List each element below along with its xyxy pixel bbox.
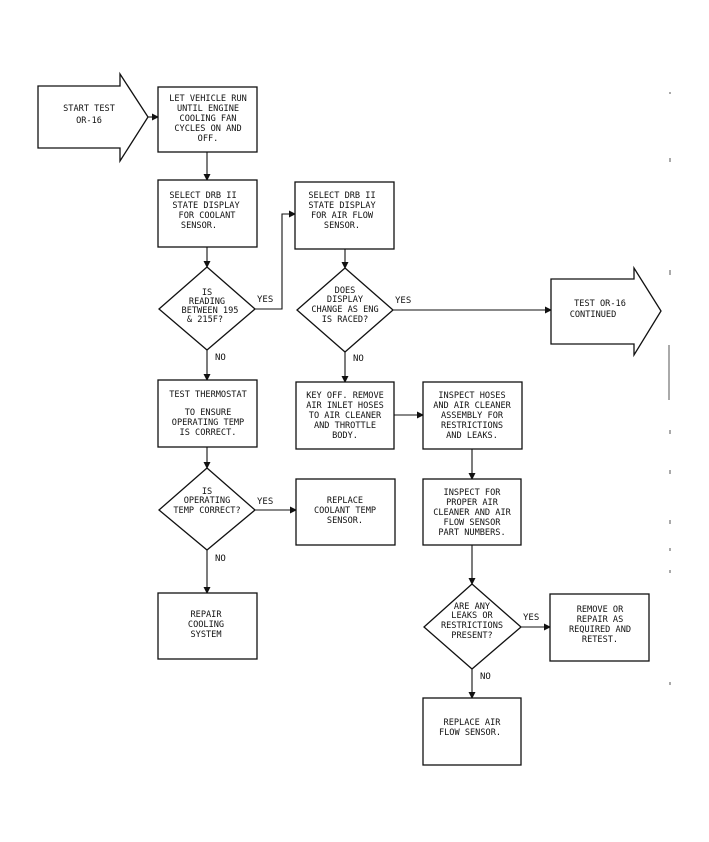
- label-yes-operating-temp: YES: [257, 497, 273, 507]
- svg-text:STATE DISPLAY: STATE DISPLAY: [172, 201, 240, 211]
- svg-text:OFF.: OFF.: [198, 134, 219, 144]
- svg-text:SELECT DRB II: SELECT DRB II: [308, 191, 375, 201]
- svg-text:TEST THERMOSTAT: TEST THERMOSTAT: [169, 390, 247, 400]
- svg-text:IS RACED?: IS RACED?: [322, 315, 369, 325]
- step-replace-airflow-sensor: REPLACE AIR FLOW SENSOR.: [422, 697, 522, 766]
- decision-leaks-present: ARE ANY LEAKS OR RESTRICTIONS PRESENT?: [423, 583, 522, 670]
- svg-text:DOES: DOES: [335, 286, 356, 296]
- svg-text:INSPECT FOR: INSPECT FOR: [444, 488, 502, 498]
- svg-text:LET VEHICLE RUN: LET VEHICLE RUN: [169, 94, 247, 104]
- svg-text:AND THROTTLE: AND THROTTLE: [314, 421, 376, 431]
- label-yes-reading: YES: [257, 295, 273, 305]
- step-remove-or-repair: REMOVE OR REPAIR AS REQUIRED AND RETEST.: [549, 593, 650, 662]
- svg-text:& 215F?: & 215F?: [187, 315, 223, 325]
- svg-text:LEAKS OR: LEAKS OR: [451, 611, 493, 621]
- svg-text:OPERATING TEMP: OPERATING TEMP: [172, 418, 244, 428]
- svg-text:DISPLAY: DISPLAY: [327, 295, 364, 305]
- svg-text:READING: READING: [189, 297, 225, 307]
- svg-text:ARE ANY: ARE ANY: [454, 602, 491, 612]
- svg-text:RESTRICTIONS: RESTRICTIONS: [441, 621, 503, 631]
- label-no-reading: NO: [215, 353, 226, 363]
- svg-text:BODY.: BODY.: [332, 431, 358, 441]
- svg-text:RETEST.: RETEST.: [582, 635, 618, 645]
- svg-text:REQUIRED AND: REQUIRED AND: [569, 625, 631, 635]
- step-key-off: KEY OFF. REMOVE AIR INLET HOSES TO AIR C…: [295, 381, 395, 450]
- scan-edge-marks: [668, 92, 671, 685]
- svg-text:REPLACE: REPLACE: [327, 496, 363, 506]
- svg-text:TEMP CORRECT?: TEMP CORRECT?: [173, 506, 240, 516]
- svg-text:SELECT DRB II: SELECT DRB II: [169, 191, 236, 201]
- svg-text:IS: IS: [202, 288, 212, 298]
- connectors: [148, 113, 552, 699]
- start-line-1: START TEST: [63, 104, 115, 114]
- svg-text:SYSTEM: SYSTEM: [190, 630, 221, 640]
- continue-line-2: CONTINUED: [570, 310, 617, 320]
- decision-operating-temp: IS OPERATING TEMP CORRECT?: [157, 467, 257, 551]
- svg-text:TO AIR CLEANER: TO AIR CLEANER: [309, 411, 382, 421]
- svg-text:OPERATING: OPERATING: [184, 496, 231, 506]
- svg-text:IS: IS: [202, 487, 212, 497]
- svg-text:REPAIR: REPAIR: [190, 610, 222, 620]
- label-yes-leaks: YES: [523, 613, 539, 623]
- label-yes-display-change: YES: [395, 296, 411, 306]
- svg-text:TO ENSURE: TO ENSURE: [185, 408, 232, 418]
- svg-text:FOR COOLANT: FOR COOLANT: [179, 211, 236, 221]
- svg-text:INSPECT HOSES: INSPECT HOSES: [438, 391, 505, 401]
- svg-text:REPLACE AIR: REPLACE AIR: [444, 718, 502, 728]
- step-inspect-hoses: INSPECT HOSES AND AIR CLEANER ASSEMBLY F…: [422, 381, 523, 450]
- svg-text:CLEANER AND AIR: CLEANER AND AIR: [433, 508, 511, 518]
- arrow-q-reading-yes: [255, 210, 296, 310]
- step-test-thermostat: TEST THERMOSTAT TO ENSURE OPERATING TEMP…: [157, 379, 258, 448]
- step-select-airflow-display: SELECT DRB II STATE DISPLAY FOR AIR FLOW…: [294, 181, 395, 250]
- branch-labels: YES NO YES NO YES NO YES NO: [215, 295, 539, 682]
- svg-text:COOLING FAN: COOLING FAN: [180, 114, 237, 124]
- svg-text:PRESENT?: PRESENT?: [451, 631, 492, 641]
- svg-text:KEY OFF. REMOVE: KEY OFF. REMOVE: [306, 391, 384, 401]
- svg-text:REPAIR AS: REPAIR AS: [577, 615, 624, 625]
- svg-text:AND AIR CLEANER: AND AIR CLEANER: [433, 401, 511, 411]
- continue-line-1: TEST OR-16: [574, 299, 626, 309]
- svg-text:FLOW SENSOR.: FLOW SENSOR.: [439, 728, 501, 738]
- svg-text:ASSEMBLY FOR: ASSEMBLY FOR: [441, 411, 504, 421]
- svg-text:UNTIL ENGINE: UNTIL ENGINE: [177, 104, 239, 114]
- label-no-leaks: NO: [480, 672, 491, 682]
- step-repair-cooling-system: REPAIR COOLING SYSTEM: [157, 592, 258, 660]
- svg-text:FLOW SENSOR: FLOW SENSOR: [444, 518, 502, 528]
- step-select-coolant-display: SELECT DRB II STATE DISPLAY FOR COOLANT …: [157, 179, 258, 248]
- step-inspect-part-numbers: INSPECT FOR PROPER AIR CLEANER AND AIR F…: [422, 478, 522, 546]
- step-let-vehicle-run: LET VEHICLE RUN UNTIL ENGINE COOLING FAN…: [157, 86, 258, 153]
- svg-text:CYCLES ON AND: CYCLES ON AND: [174, 124, 241, 134]
- svg-text:STATE DISPLAY: STATE DISPLAY: [308, 201, 376, 211]
- svg-text:RESTRICTIONS: RESTRICTIONS: [441, 421, 503, 431]
- svg-text:AIR INLET HOSES: AIR INLET HOSES: [306, 401, 384, 411]
- svg-text:SENSOR.: SENSOR.: [324, 221, 360, 231]
- decision-reading-in-range: IS READING BETWEEN 195 & 215F?: [158, 266, 256, 351]
- svg-text:COOLING: COOLING: [188, 620, 224, 630]
- svg-text:BETWEEN 195: BETWEEN 195: [182, 306, 239, 316]
- svg-text:FOR AIR FLOW: FOR AIR FLOW: [311, 211, 374, 221]
- label-no-operating-temp: NO: [215, 554, 226, 564]
- svg-text:CHANGE AS ENG: CHANGE AS ENG: [311, 305, 378, 315]
- label-no-display-change: NO: [353, 354, 364, 364]
- svg-text:PART NUMBERS.: PART NUMBERS.: [438, 528, 505, 538]
- svg-text:AND LEAKS.: AND LEAKS.: [446, 431, 498, 441]
- svg-text:SENSOR.: SENSOR.: [327, 516, 363, 526]
- start-arrow: START TEST OR-16: [37, 71, 149, 164]
- decision-display-change: DOES DISPLAY CHANGE AS ENG IS RACED?: [296, 267, 394, 353]
- svg-text:IS CORRECT.: IS CORRECT.: [180, 428, 237, 438]
- svg-text:REMOVE OR: REMOVE OR: [577, 605, 624, 615]
- svg-text:SENSOR.: SENSOR.: [181, 221, 217, 231]
- continue-arrow: TEST OR-16 CONTINUED: [550, 265, 662, 358]
- step-replace-coolant-sensor: REPLACE COOLANT TEMP SENSOR.: [295, 478, 396, 546]
- svg-text:COOLANT TEMP: COOLANT TEMP: [314, 506, 376, 516]
- svg-text:PROPER AIR: PROPER AIR: [446, 498, 499, 508]
- start-line-2: OR-16: [76, 116, 102, 126]
